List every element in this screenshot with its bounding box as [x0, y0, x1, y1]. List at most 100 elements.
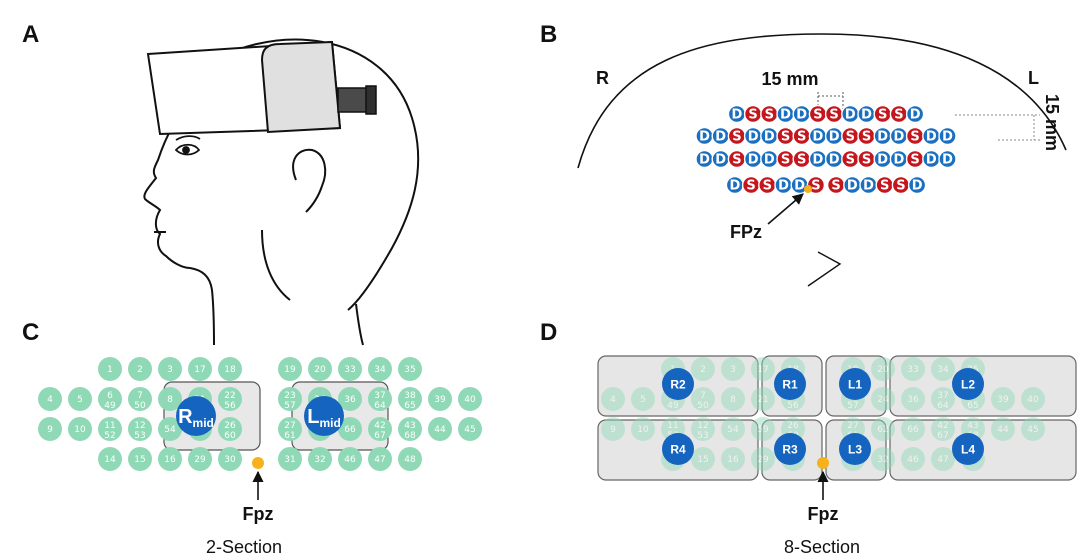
svg-text:D: D [877, 153, 888, 168]
channel-circle: 47 [368, 447, 392, 471]
source-optode: S [824, 104, 844, 124]
svg-text:16: 16 [727, 455, 739, 465]
svg-text:L2: L2 [961, 378, 975, 392]
source-optode: S [857, 149, 876, 169]
svg-text:D: D [715, 130, 726, 145]
svg-text:37: 37 [374, 391, 385, 401]
svg-text:R1: R1 [782, 378, 798, 392]
channel-circle: 3 [158, 357, 182, 381]
svg-text:D: D [748, 130, 759, 145]
svg-text:24: 24 [877, 395, 889, 405]
svg-text:56: 56 [224, 401, 236, 411]
svg-text:L3: L3 [848, 443, 862, 457]
svg-text:7: 7 [137, 391, 143, 401]
detector-optode: D [695, 149, 714, 169]
source-optode: S [727, 149, 747, 169]
svg-text:Lmid: Lmid [307, 406, 341, 430]
channel-circle: 4 [601, 387, 625, 411]
svg-text:60: 60 [224, 431, 236, 441]
detector-optode: D [760, 126, 779, 146]
ear [292, 148, 327, 213]
svg-text:D: D [912, 179, 923, 194]
channel-circle: 24 [871, 387, 895, 411]
svg-text:16: 16 [164, 455, 176, 465]
svg-text:S: S [797, 130, 806, 145]
svg-text:2: 2 [700, 365, 706, 375]
svg-text:40: 40 [464, 395, 476, 405]
svg-text:49: 49 [667, 401, 679, 411]
channel-circle: 59 [751, 417, 775, 441]
svg-text:43: 43 [404, 421, 415, 431]
svg-text:47: 47 [374, 455, 385, 465]
channel-circle: 40 [458, 387, 482, 411]
source-optode: S [760, 104, 779, 124]
svg-text:40: 40 [1027, 395, 1039, 405]
svg-text:D: D [730, 179, 741, 194]
channel-circle: 30 [218, 447, 242, 471]
channel-circle: 15 [128, 447, 152, 471]
detector-optode: D [743, 126, 763, 146]
detector-optode: D [760, 149, 779, 169]
svg-text:9: 9 [610, 425, 616, 435]
svg-text:39: 39 [997, 395, 1009, 405]
svg-text:4: 4 [47, 395, 53, 405]
svg-text:42: 42 [937, 421, 948, 431]
detector-optode: D [711, 126, 730, 146]
svg-text:D: D [813, 130, 824, 145]
region-marker-l1: L1 [839, 368, 871, 400]
channel-circle: 36 [338, 387, 362, 411]
detector-optode: D [873, 149, 892, 169]
region-marker-r4: R4 [662, 433, 694, 465]
svg-text:S: S [748, 108, 757, 123]
svg-text:S: S [862, 130, 871, 145]
channel-circle: 62 [871, 417, 895, 441]
svg-text:S: S [781, 153, 790, 168]
svg-text:D: D [926, 130, 937, 145]
svg-text:57: 57 [284, 401, 295, 411]
svg-text:31: 31 [284, 455, 295, 465]
source-optode: S [792, 126, 811, 146]
channel-circle: 39 [991, 387, 1015, 411]
detector-optode: D [889, 126, 909, 146]
channel-circle: 750 [128, 387, 152, 411]
svg-text:44: 44 [997, 425, 1009, 435]
fpz-label-b: FPz [730, 222, 762, 242]
region-marker-r2: R2 [662, 368, 694, 400]
rmid-main: R [178, 406, 193, 428]
channel-grid-d: 1231718192033343545649750821225623572436… [601, 357, 1045, 471]
svg-text:53: 53 [697, 431, 708, 441]
svg-text:D: D [861, 108, 872, 123]
svg-text:36: 36 [344, 395, 356, 405]
svg-text:56: 56 [787, 401, 799, 411]
svg-text:59: 59 [757, 425, 769, 435]
source-optode: S [841, 149, 860, 169]
channel-circle: 9 [38, 417, 62, 441]
svg-text:S: S [811, 179, 820, 194]
channel-circle: 48 [398, 447, 422, 471]
svg-text:S: S [746, 179, 755, 194]
detector-optode: D [711, 149, 730, 169]
channel-circle: 9 [601, 417, 625, 441]
svg-text:D: D [732, 108, 743, 123]
svg-text:D: D [764, 130, 775, 145]
channel-circle: 5 [631, 387, 655, 411]
svg-text:S: S [763, 179, 772, 194]
channel-circle: 649 [98, 387, 122, 411]
svg-text:S: S [894, 108, 903, 123]
svg-text:S: S [910, 130, 919, 145]
svg-text:10: 10 [637, 425, 649, 435]
detector-optode: D [922, 126, 941, 146]
svg-text:S: S [878, 108, 887, 123]
nose-outline [807, 251, 842, 287]
fpz-marker-d [817, 457, 829, 469]
source-optode: S [875, 175, 894, 195]
detector-optode: D [938, 149, 957, 169]
svg-text:66: 66 [907, 425, 919, 435]
svg-text:17: 17 [757, 365, 768, 375]
